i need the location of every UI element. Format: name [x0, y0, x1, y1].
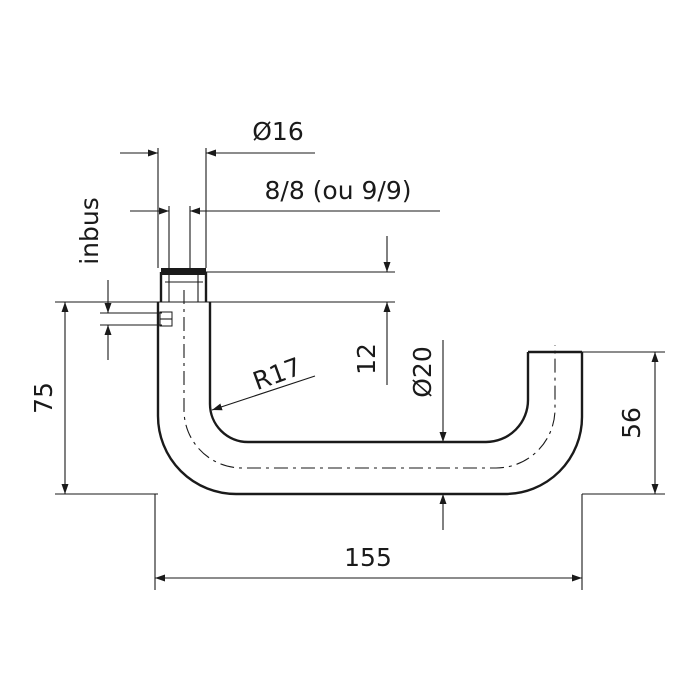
shaft: [158, 268, 210, 327]
shaft-collar: [161, 268, 206, 275]
label-square-spindle: 8/8 (ou 9/9): [264, 176, 411, 205]
label-shaft-length: 12: [352, 343, 381, 375]
handle-outer-contour: [156, 302, 584, 496]
handle-inner-contour: [208, 302, 530, 444]
dimension-lines: [61, 149, 659, 582]
label-bend-radius: R17: [249, 352, 305, 396]
label-end-height: 56: [617, 407, 646, 439]
label-length-overall: 155: [344, 543, 392, 572]
label-inbus: inbus: [75, 197, 104, 265]
handle-centerline: [183, 290, 556, 469]
handle-outline: [156, 290, 584, 496]
label-height-overall: 75: [29, 382, 58, 414]
label-diameter-shaft: Ø16: [252, 117, 304, 146]
label-tube-diameter: Ø20: [408, 346, 437, 398]
